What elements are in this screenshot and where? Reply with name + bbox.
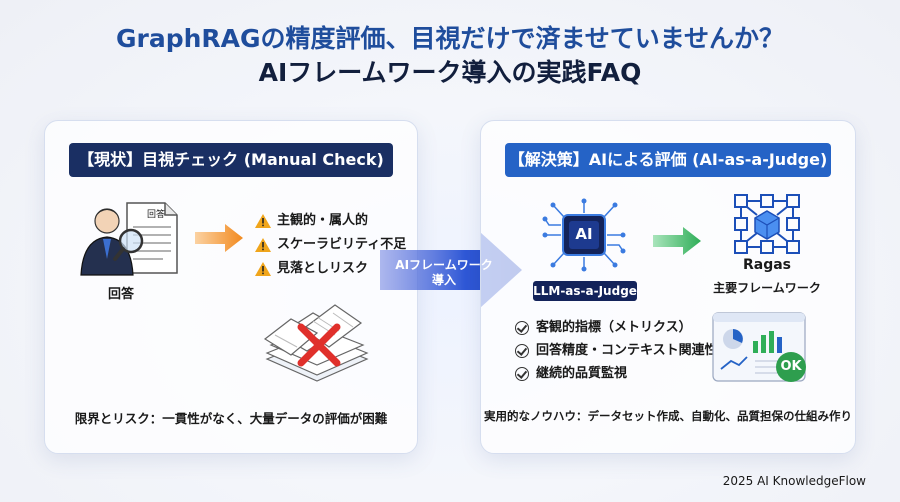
benefit-item: 回答精度・コンテキスト関連性: [515, 339, 718, 362]
check-circle-icon: [515, 366, 529, 381]
ragas-title: Ragas: [742, 257, 792, 273]
green-arrow-icon: [653, 227, 701, 255]
solution-header: 【解決策】AIによる評価 (AI-as-a-Judge): [505, 143, 831, 177]
paper-pile-x-icon: [263, 304, 369, 382]
ai-chip-text: AI: [575, 225, 593, 243]
warning-icon: [255, 238, 271, 252]
dashboard-icon: [712, 312, 806, 382]
risk-item: 見落としリスク: [255, 257, 406, 281]
benefit-text: 継続的品質監視: [536, 366, 628, 381]
ragas-graph-icon: [734, 194, 800, 254]
title-line-1: GraphRAGの精度評価、目視だけで済ませていませんか？: [115, 24, 785, 53]
check-circle-icon: [515, 343, 529, 358]
risk-item: スケーラビリティ不足: [255, 233, 406, 257]
risk-text: 見落としリスク: [277, 261, 369, 276]
document-label: 回答: [147, 210, 166, 220]
person-reviewing-icon: [80, 202, 178, 276]
llm-as-a-judge-label: LLM-as-a-Judge: [533, 281, 637, 301]
benefit-item: 継続的品質監視: [515, 362, 718, 385]
answer-label: 回答: [107, 287, 134, 302]
current-state-panel: 【現状】目視チェック (Manual Check) 回答 回答 主観的・属人的: [44, 120, 418, 454]
warning-icon: [255, 262, 271, 276]
solution-panel: 【解決策】AIによる評価 (AI-as-a-Judge) AI LLM-as-a…: [480, 120, 856, 454]
ok-badge: OK: [780, 359, 802, 374]
risk-text: 主観的・属人的: [277, 213, 369, 228]
benefit-item: 客観的指標（メトリクス）: [515, 316, 718, 339]
transition-label: AIフレームワーク 導入: [384, 258, 504, 288]
ai-chip-icon: [542, 198, 626, 272]
risk-text: スケーラビリティ不足: [277, 237, 407, 252]
benefit-text: 回答精度・コンテキスト関連性: [536, 343, 718, 358]
risk-item: 主観的・属人的: [255, 209, 406, 233]
transition-label-line2: 導入: [431, 273, 456, 287]
page-title: GraphRAGの精度評価、目視だけで済ませていませんか？ AIフレームワーク導…: [0, 22, 900, 90]
warning-icon: [255, 214, 271, 228]
check-circle-icon: [515, 320, 529, 335]
practical-know-how-text: 実用的なノウハウ：データセット作成、自動化、品質担保の仕組み作り: [484, 409, 852, 423]
title-line-2: AIフレームワーク導入の実践FAQ: [258, 58, 642, 87]
risk-list: 主観的・属人的 スケーラビリティ不足 見落としリスク: [255, 209, 406, 281]
footer-credit: 2025 AI KnowledgeFlow: [722, 474, 866, 488]
benefit-list: 客観的指標（メトリクス） 回答精度・コンテキスト関連性 継続的品質監視: [515, 316, 718, 385]
current-state-header: 【現状】目視チェック (Manual Check): [69, 143, 393, 177]
transition-label-line1: AIフレームワーク: [395, 258, 493, 272]
ragas-subtitle: 主要フレームワーク: [713, 281, 821, 295]
orange-arrow-icon: [195, 224, 243, 252]
benefit-text: 客観的指標（メトリクス）: [536, 320, 692, 335]
limitations-text: 限界とリスク：一貫性がなく、大量データの評価が困難: [74, 411, 388, 426]
